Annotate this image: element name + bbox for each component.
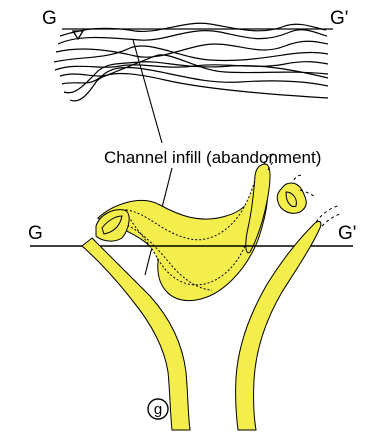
strata-lines (54, 23, 328, 101)
plan-left-label: G (28, 223, 43, 244)
panel-label-text: g (154, 401, 162, 418)
stratum-line (58, 30, 327, 44)
point-bar-left (96, 210, 129, 241)
stratum-line (64, 62, 328, 93)
point-bar-left-body (96, 210, 129, 241)
cross-section-panel: G G' (42, 8, 348, 101)
cross-section-left-label: G (42, 8, 57, 29)
isolated-bar-body (277, 183, 306, 213)
stratum-line (70, 74, 328, 101)
panel-label-badge: g (148, 399, 168, 419)
plan-right-label: G' (338, 223, 356, 244)
isolated-bar (277, 175, 316, 213)
plan-view-panel: G G' (28, 154, 356, 430)
cross-section-right-label: G' (330, 8, 348, 29)
channel-infill-label: Channel infill (abandonment) (104, 148, 321, 167)
